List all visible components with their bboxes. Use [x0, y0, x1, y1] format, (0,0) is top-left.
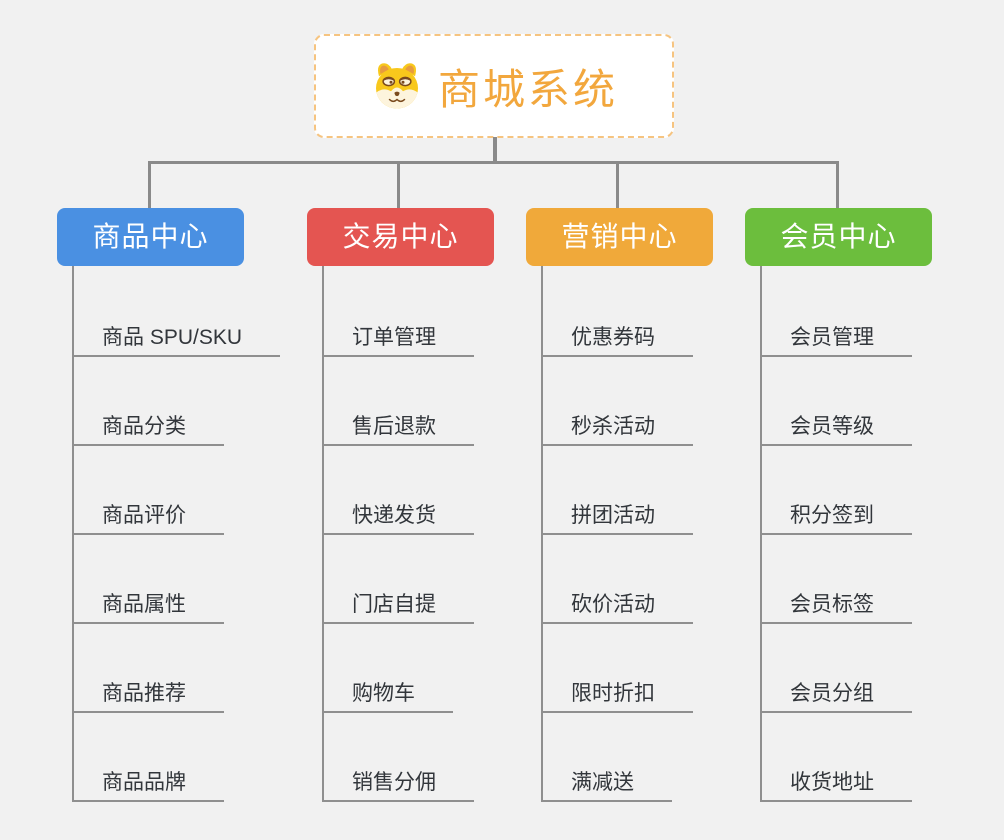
root-title: 商城系统 [437, 65, 618, 113]
connector-drop-member [836, 161, 839, 208]
branch-node-trade-center[interactable]: 交易中心 [307, 208, 494, 266]
leaf-item[interactable]: 会员分组 [760, 679, 912, 713]
leaf-item[interactable]: 商品评价 [72, 501, 224, 535]
leaf-item[interactable]: 商品品牌 [72, 768, 224, 802]
leaf-item[interactable]: 会员标签 [760, 590, 912, 624]
leaf-item[interactable]: 快递发货 [322, 501, 474, 535]
root-node[interactable]: 商城系统 [314, 34, 674, 138]
leaf-item[interactable]: 售后退款 [322, 412, 474, 446]
leaf-item[interactable]: 商品推荐 [72, 679, 224, 713]
leaf-item[interactable]: 限时折扣 [541, 679, 693, 713]
leaf-item[interactable]: 满减送 [541, 768, 672, 802]
branch-node-product-center[interactable]: 商品中心 [57, 208, 244, 266]
shiba-dog-icon [375, 63, 418, 109]
leaf-item[interactable]: 收货地址 [760, 768, 912, 802]
leaf-item[interactable]: 门店自提 [322, 590, 474, 624]
connector-drop-product [148, 161, 151, 208]
leaf-item[interactable]: 商品属性 [72, 590, 224, 624]
leaf-item[interactable]: 商品分类 [72, 412, 224, 446]
leaf-item[interactable]: 购物车 [322, 679, 453, 713]
branch-node-marketing-center[interactable]: 营销中心 [526, 208, 713, 266]
connector-drop-marketing [616, 161, 619, 208]
leaf-item[interactable]: 积分签到 [760, 501, 912, 535]
leaf-item[interactable]: 拼团活动 [541, 501, 693, 535]
leaf-item[interactable]: 秒杀活动 [541, 412, 693, 446]
leaf-item[interactable]: 销售分佣 [322, 768, 474, 802]
leaf-item[interactable]: 优惠券码 [541, 323, 693, 357]
branch-node-member-center[interactable]: 会员中心 [745, 208, 932, 266]
leaf-item[interactable]: 商品 SPU/SKU [72, 323, 281, 357]
connector-root-stem [493, 137, 497, 164]
leaf-item[interactable]: 会员等级 [760, 412, 912, 446]
leaf-item[interactable]: 会员管理 [760, 323, 912, 357]
leaf-item[interactable]: 砍价活动 [541, 590, 693, 624]
leaf-item[interactable]: 订单管理 [322, 323, 474, 357]
connector-drop-trade [397, 161, 400, 208]
connector-horizontal-bar [149, 161, 839, 164]
